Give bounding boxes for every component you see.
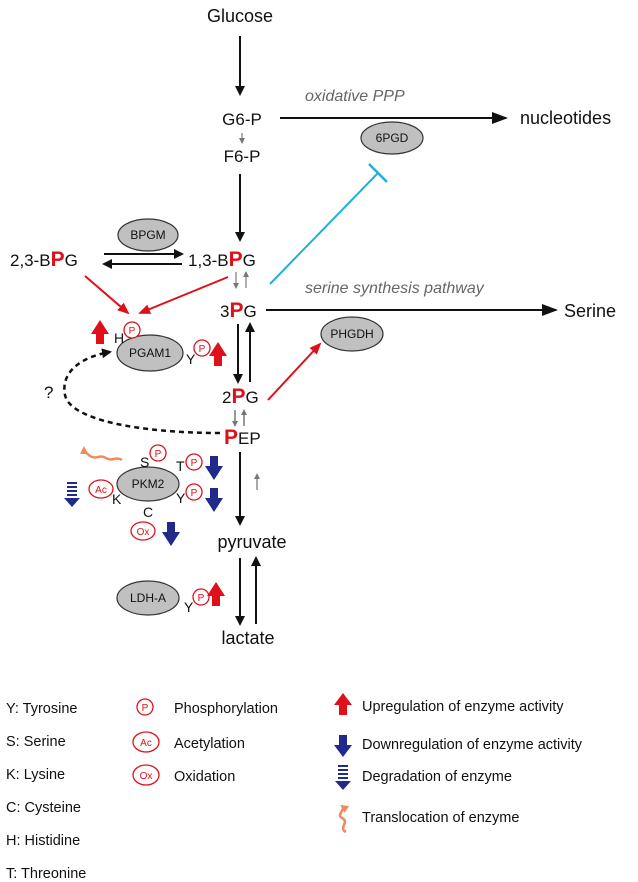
nucleotides-label: nucleotides: [520, 108, 611, 128]
pkm2-thr-residue: T: [176, 458, 185, 474]
pgam1-tyr-phospho-symbol: P: [199, 344, 206, 355]
ldha-tyr-phospho-icon: [192, 588, 210, 606]
pyruvate-label: pyruvate: [217, 532, 286, 552]
f6p-label: F6-P: [224, 147, 261, 166]
pg3-label: 3PG: [220, 299, 257, 322]
pgam1-his-up-arrow-icon: [91, 320, 109, 344]
pep-label: PEP: [224, 426, 261, 449]
pkm2-acetyl-icon: [88, 479, 114, 499]
bpg13-label: 1,3-BPG: [188, 248, 256, 271]
pgd6-enzyme: [360, 121, 424, 155]
pkm2-label: PKM2: [132, 477, 165, 491]
pkm2-lys-residue: K: [112, 491, 122, 507]
pkm2-oxidation-icon: [130, 521, 156, 541]
legend-residue-threonine: T: Threonine: [6, 866, 86, 882]
legend-blue-down-arrow-icon: [334, 735, 352, 757]
ldha-label: LDH-A: [130, 591, 166, 605]
pgam1-label: PGAM1: [129, 346, 171, 360]
pkm2-tyr-phospho-symbol: P: [191, 488, 198, 499]
glucose-label: Glucose: [207, 6, 273, 26]
serine-label: Serine: [564, 301, 616, 321]
inhibition-bar: [368, 163, 388, 183]
pep-to-pgam1-dashed-arrow: [63, 348, 221, 435]
pgam1-tyr-phospho-icon: [193, 339, 211, 357]
legend-phosphorylation-label: Phosphorylation: [174, 701, 278, 717]
legend-residue-tyrosine: Y: Tyrosine: [6, 701, 77, 717]
pgam1-his-phospho-icon: [123, 321, 141, 339]
legend-dashed-down-arrow-icon: [335, 765, 351, 790]
pkm2-cys-down-arrow-icon: [162, 522, 180, 546]
pkm2-cys-residue: C: [143, 504, 153, 520]
legend-residue-lysine: K: Lysine: [6, 767, 65, 783]
bpgm-enzyme: [117, 218, 179, 252]
legend-phospho-icon: [136, 698, 154, 716]
phgdh-label: PHGDH: [330, 327, 373, 341]
pkm2-tyr-residue: Y: [176, 490, 186, 506]
bpg23-activates-pgam1-arrow: [84, 275, 130, 315]
pgam1-tyr-up-arrow-icon: [209, 342, 227, 366]
pkm2-ser-residue: S: [140, 454, 149, 470]
question-mark: ?: [44, 383, 53, 402]
legend: Y: Tyrosine S: Serine K: Lysine C: Cyste…: [6, 693, 583, 882]
pkm2-thr-phospho-symbol: P: [191, 458, 198, 469]
pkm2-oxidation-symbol: Ox: [137, 527, 150, 538]
legend-residue-histidine: H: Histidine: [6, 833, 80, 849]
pkm2-thr-phospho-icon: [185, 453, 203, 471]
legend-degradation-label: Degradation of enzyme: [362, 769, 512, 785]
pgam1-tyr-residue: Y: [186, 351, 196, 367]
oxidative-ppp-label: oxidative PPP: [305, 88, 405, 105]
legend-translocation-label: Translocation of enzyme: [362, 810, 519, 826]
bpg-inhibits-6pgd-line: [269, 172, 379, 285]
legend-acetyl-icon: [132, 731, 160, 753]
legend-downregulation-label: Downregulation of enzyme activity: [362, 737, 583, 753]
legend-residue-serine: S: Serine: [6, 734, 66, 750]
pkm2-tyr-down-arrow-icon: [205, 488, 223, 512]
pkm2-thr-down-arrow-icon: [205, 456, 223, 480]
pkm2-degradation-arrow-icon: [64, 482, 80, 507]
legend-residue-cysteine: C: Cysteine: [6, 800, 81, 816]
serine-synthesis-label: serine synthesis pathway: [305, 280, 485, 297]
pg2-activates-phgdh-arrow: [267, 342, 322, 401]
pgam1-his-phospho-symbol: P: [129, 326, 136, 337]
pkm2-ser-phospho-symbol: P: [155, 449, 162, 460]
legend-acetyl-symbol: Ac: [140, 738, 152, 749]
pg2-label: 2PG: [222, 385, 259, 408]
phgdh-enzyme: [320, 316, 384, 352]
pgd6-label: 6PGD: [376, 131, 409, 145]
pgam1-his-residue: H: [114, 330, 124, 346]
lactate-label: lactate: [221, 628, 274, 648]
pkm2-translocation-wavy-arrow-icon: [80, 446, 123, 462]
g6p-label: G6-P: [222, 110, 262, 129]
pgam1-enzyme: [116, 334, 184, 372]
ldha-tyr-phospho-symbol: P: [198, 593, 205, 604]
bpgm-label: BPGM: [130, 228, 165, 242]
legend-acetylation-label: Acetylation: [174, 736, 245, 752]
legend-oxidation-label: Oxidation: [174, 769, 235, 785]
legend-wavy-arrow-icon: [338, 804, 350, 834]
bpg23-label: 2,3-BPG: [10, 248, 78, 271]
legend-upregulation-label: Upregulation of enzyme activity: [362, 699, 564, 715]
pkm2-enzyme: [116, 466, 180, 502]
ldha-tyr-residue: Y: [184, 599, 194, 615]
pkm2-tyr-phospho-icon: [185, 483, 203, 501]
pkm2-ser-phospho-icon: [149, 444, 167, 462]
legend-oxidation-symbol: Ox: [140, 771, 153, 782]
legend-phospho-symbol: P: [142, 703, 149, 714]
pkm2-acetyl-symbol: Ac: [95, 485, 107, 496]
ldha-tyr-up-arrow-icon: [207, 582, 225, 606]
bpg13-activates-pgam1-arrow: [138, 276, 229, 314]
legend-oxidation-icon: [132, 764, 160, 786]
ldha-enzyme: [116, 580, 180, 616]
legend-red-up-arrow-icon: [334, 693, 352, 715]
